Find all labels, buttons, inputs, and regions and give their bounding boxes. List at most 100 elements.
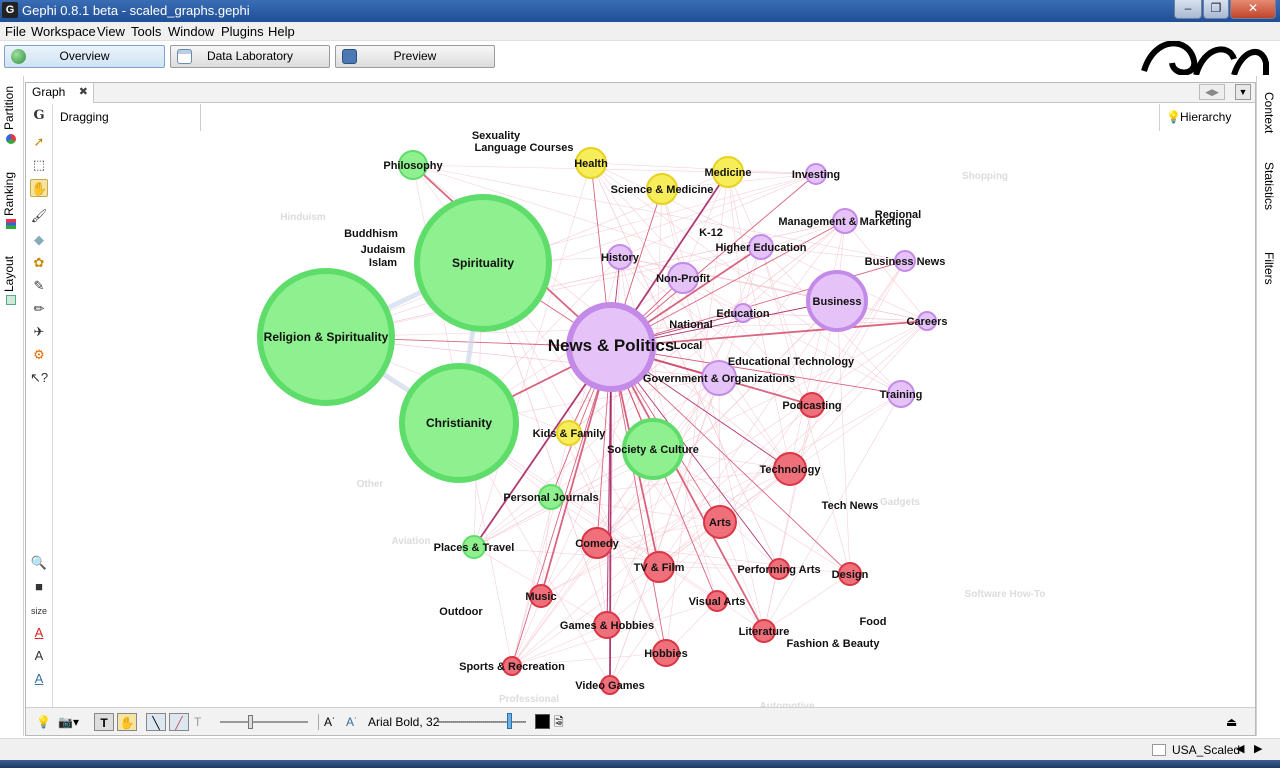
graph-node[interactable] xyxy=(399,363,519,483)
tab-statistics[interactable]: Statistics xyxy=(1262,162,1276,210)
workspace-name[interactable]: USA_Scaled xyxy=(1172,743,1241,757)
graph-node[interactable] xyxy=(538,484,564,510)
select-arrow-icon[interactable]: ➚ xyxy=(33,134,45,149)
collapse-bar-icon[interactable]: ⏏ xyxy=(1226,715,1238,729)
maximize-button[interactable]: ❐ xyxy=(1203,0,1229,19)
font-color-icon[interactable]: A xyxy=(34,625,44,640)
graph-node[interactable] xyxy=(894,250,916,272)
graph-node[interactable] xyxy=(733,303,753,323)
graph-node[interactable] xyxy=(805,163,827,185)
graph-node[interactable] xyxy=(887,380,915,408)
painter-icon[interactable]: ✿ xyxy=(33,255,45,270)
font-size-increase-icon[interactable]: A˙ xyxy=(346,715,358,729)
graph-node[interactable] xyxy=(752,619,776,643)
label-size-slider[interactable] xyxy=(438,721,526,723)
brush-icon[interactable]: 🖌 xyxy=(30,208,48,223)
graph-node[interactable] xyxy=(712,156,744,188)
edge-straight-icon[interactable]: ╲ xyxy=(146,713,166,731)
graph-node[interactable] xyxy=(556,420,582,446)
label-size-thumb[interactable] xyxy=(507,713,512,729)
menu-view[interactable]: View xyxy=(97,24,125,39)
graph-node[interactable] xyxy=(773,452,807,486)
menu-file[interactable]: File xyxy=(5,24,26,39)
tab-ranking[interactable]: Ranking xyxy=(2,172,16,216)
graph-node[interactable] xyxy=(706,590,728,612)
close-tab-icon[interactable]: ✖ xyxy=(78,86,88,98)
graph-node[interactable] xyxy=(832,208,858,234)
tab-layout[interactable]: Layout xyxy=(2,256,16,292)
label-settings-icon[interactable]: 🗟 xyxy=(554,715,564,729)
text-icon[interactable]: T xyxy=(194,715,202,729)
graph-node[interactable] xyxy=(646,173,678,205)
diamond-icon[interactable]: ◆ xyxy=(34,232,44,247)
graph-node[interactable] xyxy=(748,234,774,260)
workspace-prev-icon[interactable]: ◀ xyxy=(1236,743,1245,755)
menu-plugins[interactable]: Plugins xyxy=(221,24,264,39)
gear-icon[interactable]: ⚙ xyxy=(33,347,45,362)
graph-node[interactable] xyxy=(414,194,552,332)
menu-workspace[interactable]: Workspace xyxy=(31,24,96,39)
tab-graph[interactable]: Graph ✖ xyxy=(26,83,94,103)
drag-hand-icon[interactable]: ✋ xyxy=(30,179,48,197)
data-laboratory-button[interactable]: Data Laboratory xyxy=(170,45,330,68)
label-color-swatch[interactable] xyxy=(535,714,550,729)
graph-node[interactable] xyxy=(703,505,737,539)
edge-pencil-icon[interactable]: ✏ xyxy=(33,301,45,316)
graph-node[interactable] xyxy=(581,527,613,559)
graph-node[interactable] xyxy=(768,558,790,580)
graph-node[interactable] xyxy=(643,551,675,583)
background-color-icon[interactable]: ■ xyxy=(35,579,43,594)
graph-node[interactable] xyxy=(806,270,868,332)
help-pointer-icon[interactable]: ↖? xyxy=(30,370,49,385)
workspace-next-icon[interactable]: ▶ xyxy=(1254,743,1263,755)
tab-context[interactable]: Context xyxy=(1262,92,1276,133)
graph-node[interactable] xyxy=(600,675,620,695)
hierarchy-button[interactable]: 💡 Hierarchy xyxy=(1159,104,1255,131)
airplane-icon[interactable]: ✈ xyxy=(33,324,45,339)
graph-node[interactable] xyxy=(799,392,825,418)
tab-partition[interactable]: Partition xyxy=(2,86,16,130)
graph-node[interactable] xyxy=(462,535,486,559)
graph-node[interactable] xyxy=(502,656,522,676)
graph-node[interactable] xyxy=(529,584,553,608)
overview-button[interactable]: Overview xyxy=(4,45,165,68)
tab-scroll-arrows[interactable]: ◀▶ xyxy=(1199,84,1225,100)
zoom-icon[interactable]: 🔍 xyxy=(30,555,48,570)
graph-node[interactable] xyxy=(917,311,937,331)
graph-node[interactable] xyxy=(652,639,680,667)
graph-node[interactable] xyxy=(575,147,607,179)
graph-node[interactable] xyxy=(257,268,395,406)
rectangle-select-icon[interactable]: ⬚ xyxy=(32,157,46,172)
show-labels-icon[interactable]: T xyxy=(94,713,114,731)
close-window-button[interactable]: ✕ xyxy=(1230,0,1276,19)
graph-node[interactable] xyxy=(593,611,621,639)
edge-scale-thumb[interactable] xyxy=(248,715,253,729)
tab-filters[interactable]: Filters xyxy=(1262,252,1276,285)
pencil-icon[interactable]: ✎ xyxy=(33,278,45,293)
font-size-icon[interactable]: A xyxy=(34,648,44,663)
font-icon[interactable]: A xyxy=(34,671,44,686)
graph-node[interactable] xyxy=(622,418,684,480)
graph-node[interactable] xyxy=(667,262,699,294)
size-label[interactable]: size xyxy=(30,606,47,616)
screenshot-icon[interactable]: 📷▾ xyxy=(58,715,79,729)
preview-button[interactable]: Preview xyxy=(335,45,495,68)
lightbulb-toggle-icon[interactable]: 💡 xyxy=(36,715,51,729)
graph-node[interactable] xyxy=(701,360,737,396)
tab-menu-dropdown[interactable]: ▼ xyxy=(1235,84,1251,100)
minimize-button[interactable]: – xyxy=(1174,0,1202,19)
edge-color-icon[interactable]: ╱ xyxy=(169,713,189,731)
font-name[interactable]: Arial Bold, 32 xyxy=(368,715,440,729)
edge-scale-slider[interactable] xyxy=(220,721,308,723)
graph-node[interactable] xyxy=(838,562,862,586)
font-size-decrease-icon[interactable]: A˙ xyxy=(324,715,336,729)
hand-label-icon[interactable]: ✋ xyxy=(117,713,137,731)
graph-node[interactable] xyxy=(566,302,656,392)
graph-node[interactable] xyxy=(398,150,428,180)
graph-node[interactable] xyxy=(607,244,633,270)
menu-help[interactable]: Help xyxy=(268,24,295,39)
menu-window[interactable]: Window xyxy=(168,24,215,39)
menu-tools[interactable]: Tools xyxy=(131,24,162,39)
